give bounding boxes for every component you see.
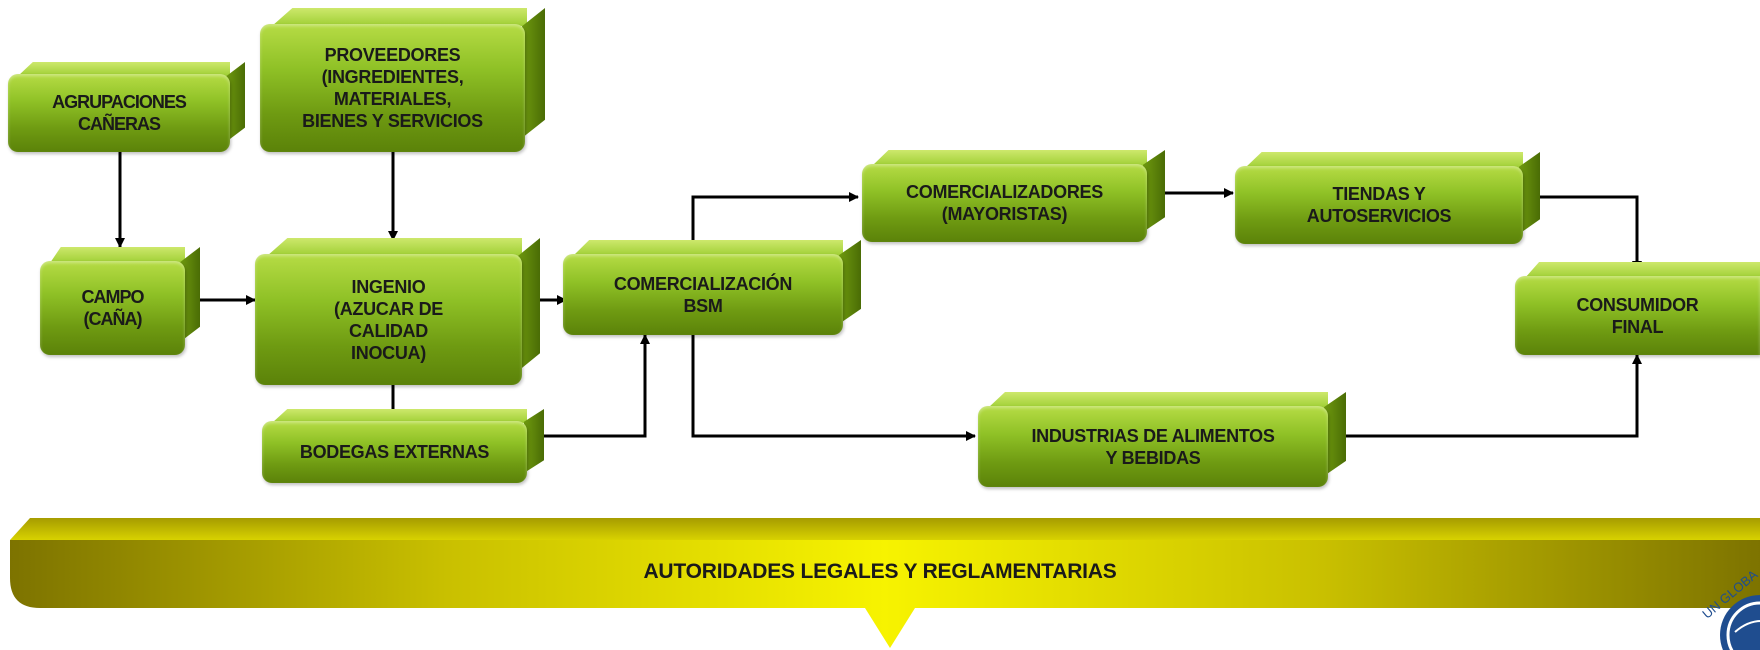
node-ingenio: INGENIO (AZUCAR DE CALIDAD INOCUA) <box>255 238 540 385</box>
authorities-banner <box>10 518 1760 648</box>
node-label: INGENIO (AZUCAR DE CALIDAD INOCUA) <box>334 276 443 363</box>
arrow-comercializacion-to-comercializadores <box>691 192 859 240</box>
node-label: CAMPO (CAÑA) <box>81 287 145 329</box>
node-label: COMERCIALIZADORES (MAYORISTAS) <box>906 182 1103 224</box>
node-bodegas-externas: BODEGAS EXTERNAS <box>262 409 544 483</box>
node-comercializadores: COMERCIALIZADORES (MAYORISTAS) <box>862 150 1165 242</box>
node-label: AGRUPACIONES CAÑERAS <box>52 92 187 134</box>
node-campo: CAMPO (CAÑA) <box>40 247 200 355</box>
node-label: CONSUMIDOR FINAL <box>1576 294 1699 337</box>
node-tiendas-autoservicios: TIENDAS Y AUTOSERVICIOS <box>1235 152 1540 244</box>
authorities-banner-label: AUTORIDADES LEGALES Y REGLAMENTARIAS <box>643 560 1117 583</box>
arrow-tiendas-to-consumidor <box>1525 195 1642 271</box>
node-label: TIENDAS Y AUTOSERVICIOS <box>1306 184 1452 226</box>
arrow-bodegas-to-comercializacion <box>540 334 650 438</box>
node-comercializacion-bsm: COMERCIALIZACIÓN BSM <box>563 240 861 335</box>
arrow-comercializacion-to-industrias <box>691 335 976 441</box>
node-consumidor-final: CONSUMIDOR FINAL <box>1515 262 1760 355</box>
node-proveedores: PROVEEDORES (INGREDIENTES, MATERIALES, B… <box>260 8 545 152</box>
node-label: INDUSTRIAS DE ALIMENTOS Y BEBIDAS <box>1031 425 1275 468</box>
node-agrupaciones-caneras: AGRUPACIONES CAÑERAS <box>8 62 245 152</box>
node-label: BODEGAS EXTERNAS <box>299 442 490 462</box>
node-label: COMERCIALIZACIÓN BSM <box>613 273 793 316</box>
un-global-compact-logo: UN GLOBA <box>1699 567 1760 650</box>
arrow-industrias-to-consumidor <box>1330 354 1642 438</box>
node-industrias-alimentos: INDUSTRIAS DE ALIMENTOS Y BEBIDAS <box>978 392 1346 487</box>
node-label: PROVEEDORES (INGREDIENTES, MATERIALES, B… <box>302 45 483 131</box>
